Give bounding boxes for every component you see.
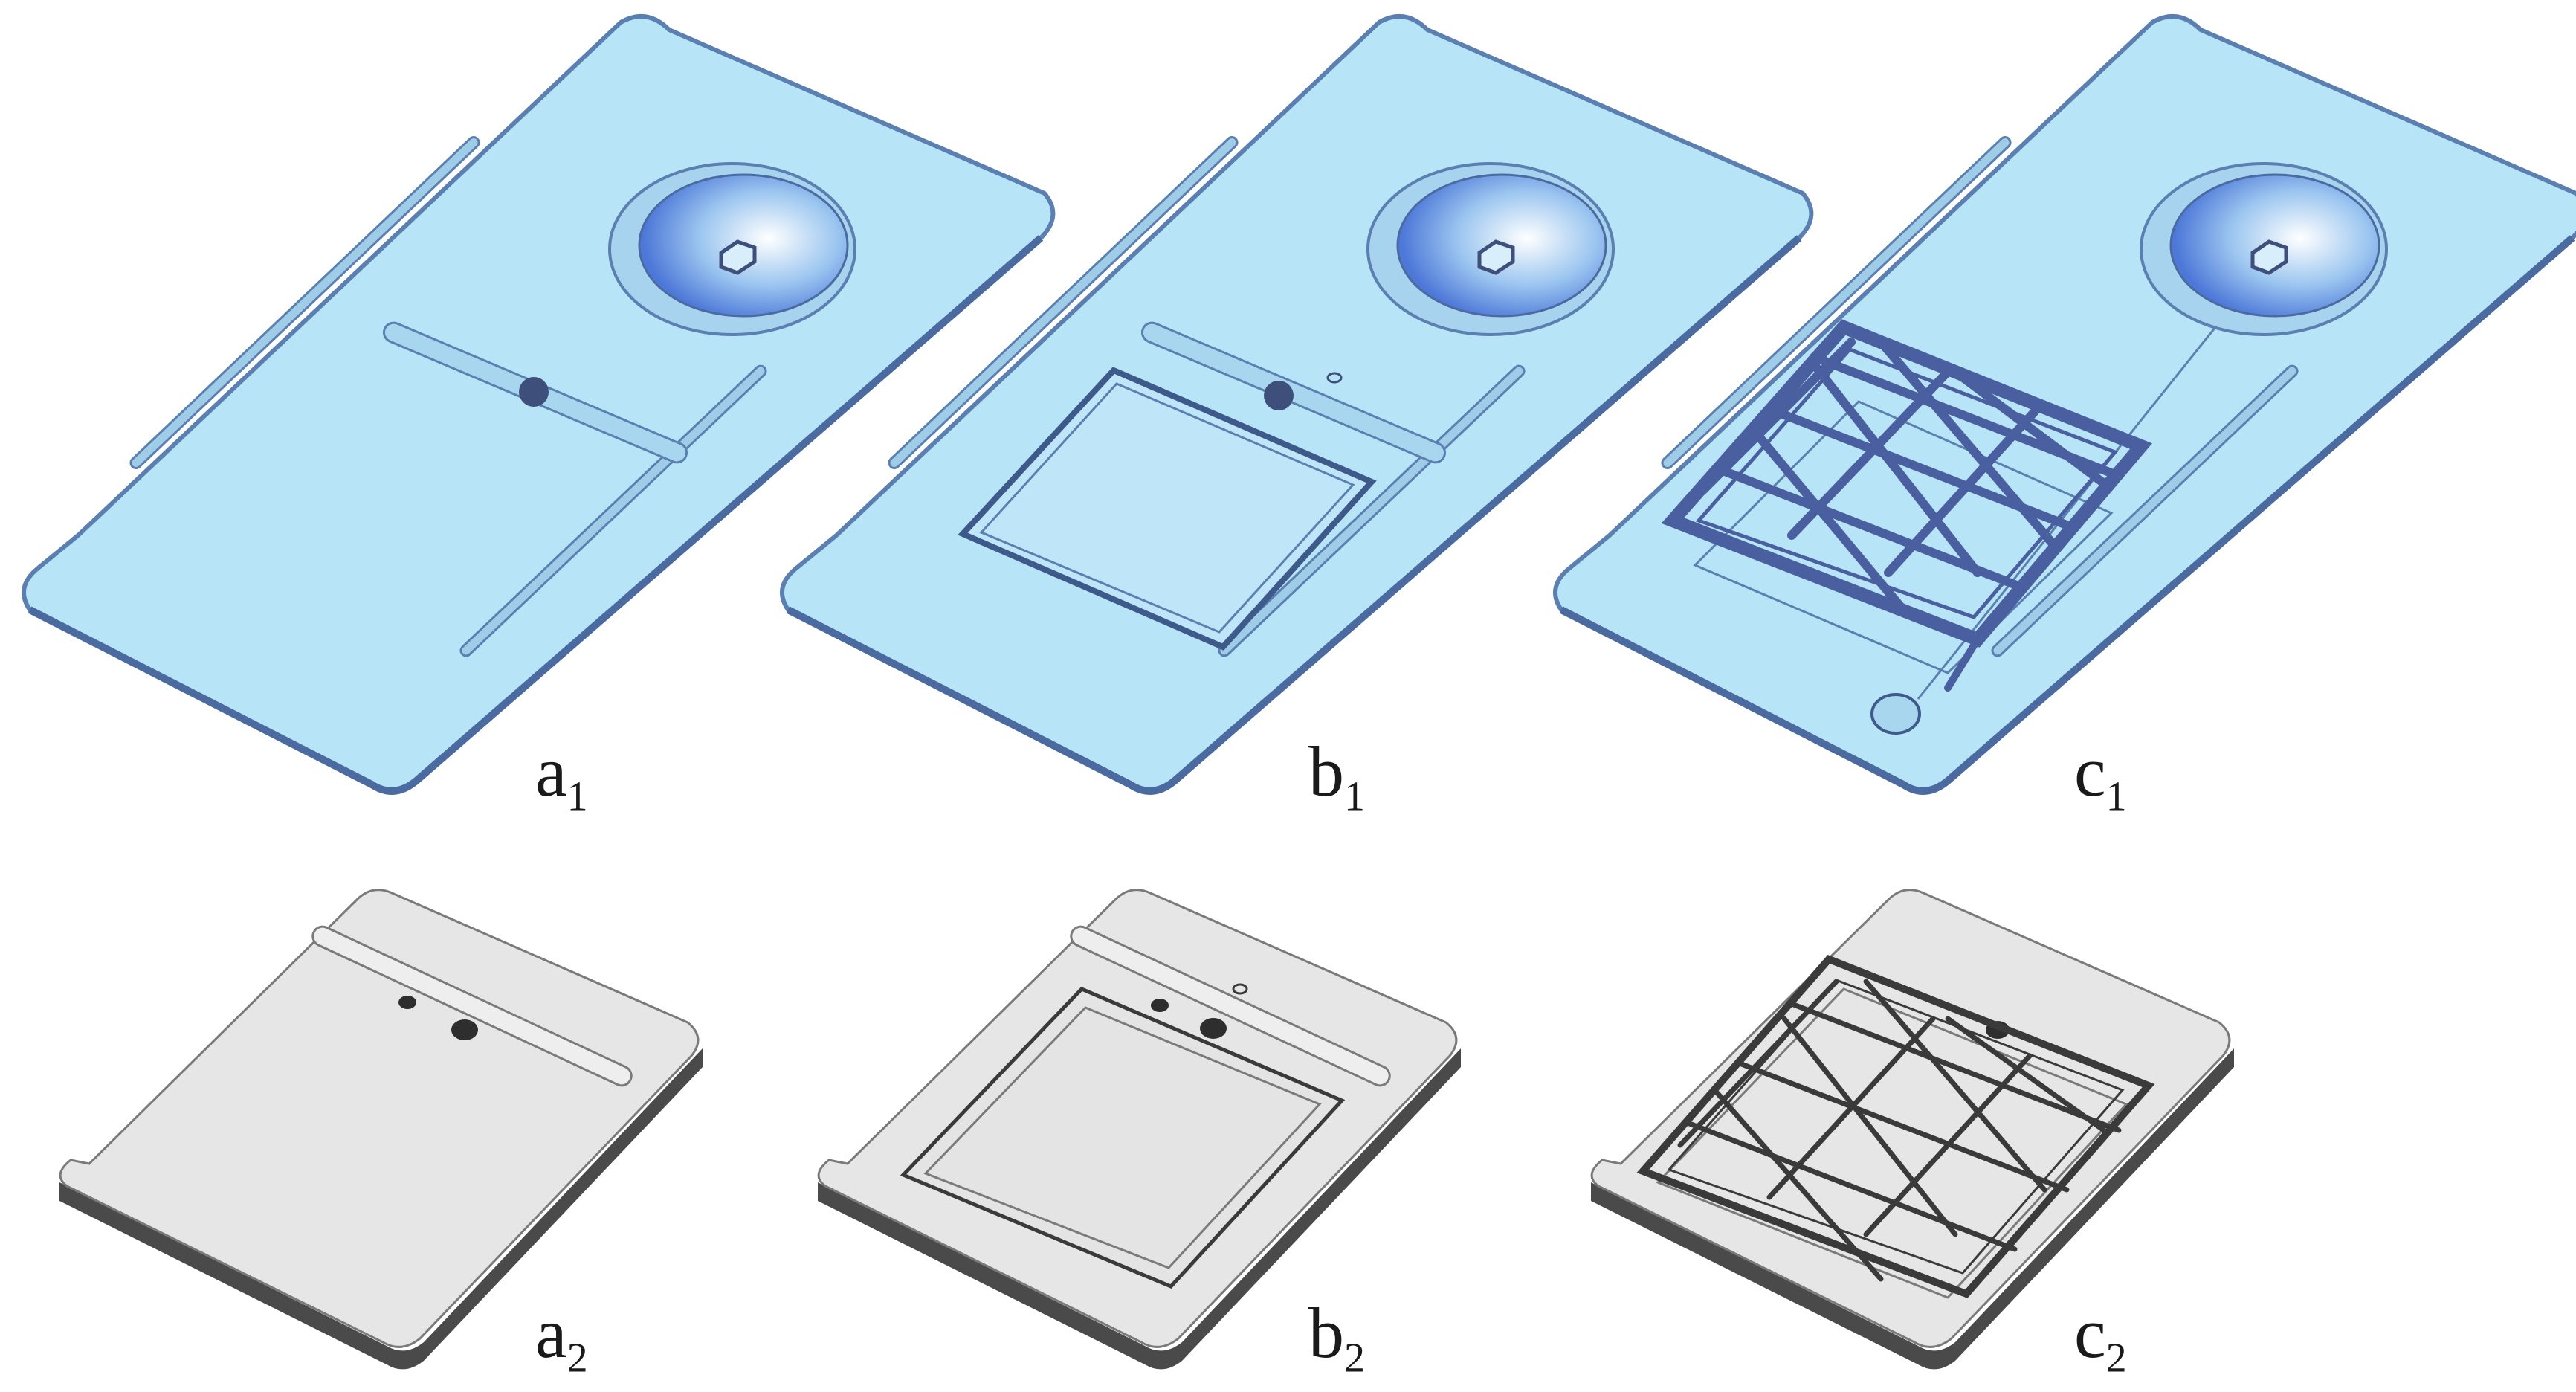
plate-a1 (22, 14, 1056, 795)
panel-label-b2: b2 (1308, 1298, 1365, 1379)
plate-c1-slot-left (1661, 136, 2012, 469)
plate-c1-slot-right (1991, 364, 2299, 657)
plate-c1-lattice-cage (1661, 319, 2152, 692)
label-b1-letter: b (1308, 732, 1344, 811)
label-c2-index: 2 (2105, 1335, 2127, 1382)
base-a2-top (59, 889, 700, 1348)
base-c2-pocket-outline (1656, 987, 2128, 1299)
plate-b1-slot-left (888, 136, 1239, 469)
plate-b1-nut (1477, 239, 1515, 275)
cage-c1-frame (1661, 319, 2152, 648)
base-a2-groove (311, 925, 633, 1087)
panel-label-c2: c2 (2074, 1298, 2127, 1379)
plate-a1-nut (719, 239, 757, 275)
label-b2-index: 2 (1344, 1335, 1365, 1382)
base-c2-lattice-cage (1636, 955, 2155, 1298)
panel-label-b1: b1 (1308, 736, 1365, 818)
base-b2-hole-large (1200, 1018, 1227, 1039)
plate-c1-pocket-outline (1693, 400, 2114, 674)
base-b2 (817, 889, 1461, 1370)
plate-b1-pocket-inner (979, 382, 1355, 634)
label-c2-letter: c (2074, 1293, 2106, 1373)
base-b2-pin-hole (1232, 983, 1248, 995)
panel-label-a2: a2 (535, 1298, 588, 1379)
plate-c1 (1553, 14, 2576, 795)
plate-c1-nut (2250, 239, 2288, 275)
label-c1-letter: c (2074, 732, 2106, 811)
plate-b1 (780, 14, 1814, 795)
base-a2-hole-small (398, 996, 416, 1009)
plate-b1-bottom-edge (786, 235, 1802, 795)
base-b2-pocket (900, 987, 1346, 1289)
plate-c1-bottom-edge (1559, 235, 2575, 795)
base-b2-groove (1070, 925, 1391, 1087)
plate-b1-pin-hole (1326, 372, 1343, 384)
base-c2-top (1590, 889, 2231, 1348)
label-c1-index: 1 (2105, 773, 2127, 820)
panel-label-c1: c1 (2074, 736, 2127, 818)
base-c2 (1590, 889, 2234, 1370)
label-b2-letter: b (1308, 1293, 1344, 1373)
plate-a1-slot-right (459, 364, 767, 657)
base-b2-hole-small (1151, 999, 1169, 1012)
label-a2-index: 2 (566, 1335, 588, 1382)
plate-c1-corner-hole (1870, 693, 1921, 735)
plate-a1-bottom-edge (28, 235, 1044, 795)
base-a2 (59, 889, 703, 1370)
label-b1-index: 1 (1344, 773, 1365, 820)
label-a2-letter: a (535, 1293, 567, 1373)
base-a2-hole-large (451, 1019, 478, 1040)
panel-label-a1: a1 (535, 736, 588, 818)
plate-a1-knob (519, 377, 549, 407)
plate-a1-slot-left (129, 136, 480, 469)
plate-b1-slot-right (1218, 364, 1526, 657)
label-a1-letter: a (535, 732, 567, 811)
cage-c2-bars (1677, 979, 2122, 1282)
base-b2-pocket-inner (923, 1006, 1322, 1269)
plate-b1-knob (1264, 381, 1294, 410)
cage-c1-bars (1698, 338, 2123, 614)
cage-c1-handle (1944, 636, 1981, 692)
label-a1-index: 1 (566, 773, 588, 820)
